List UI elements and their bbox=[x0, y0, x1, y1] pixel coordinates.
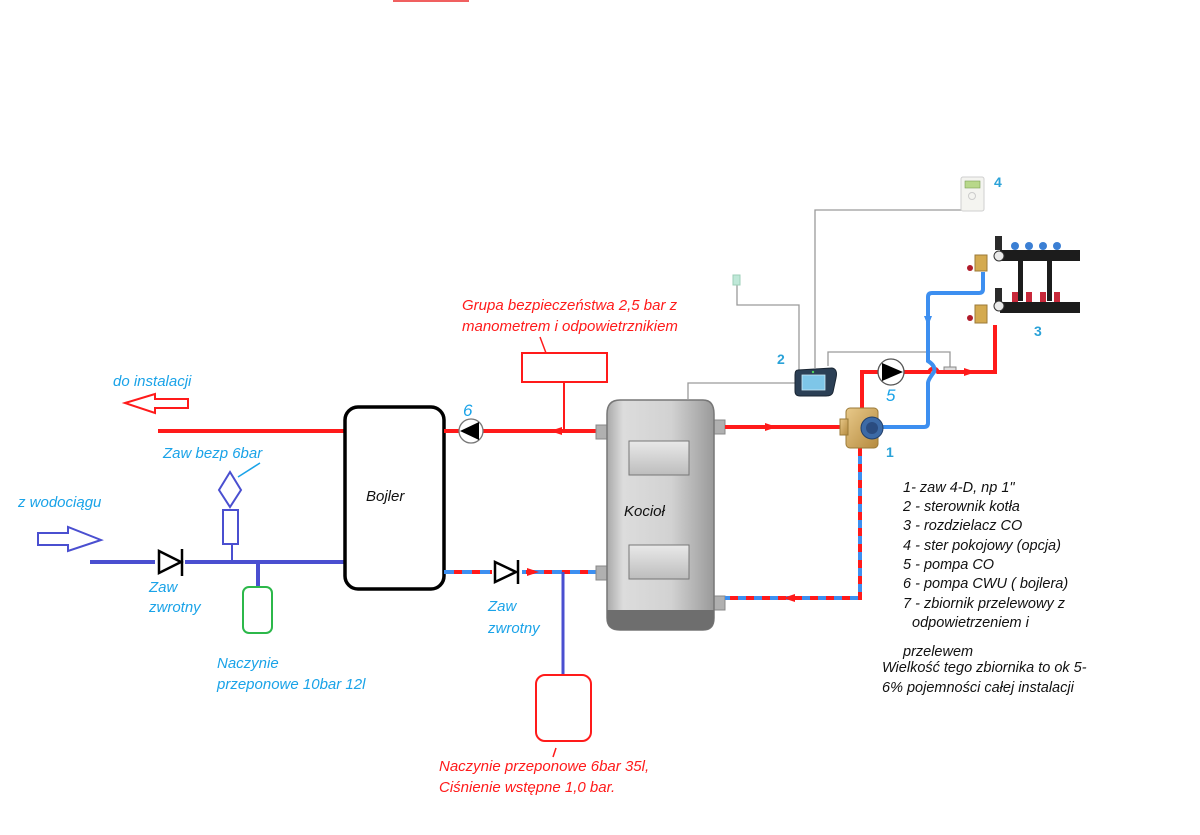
boiler-kociol bbox=[595, 399, 726, 631]
legend-note-b: 6% pojemności całej instalacji bbox=[882, 680, 1075, 696]
num-6: 6 bbox=[463, 401, 473, 420]
pump-cwu-icon bbox=[458, 418, 484, 444]
num-1: 1 bbox=[886, 444, 894, 460]
label-bojler: Bojler bbox=[366, 488, 405, 505]
boiler-controller-icon bbox=[794, 367, 837, 397]
co-return-dash bbox=[725, 448, 862, 600]
label-grupa-bezp-b: manometrem i odpowietrznikiem bbox=[462, 318, 678, 335]
safety-group-box bbox=[521, 352, 608, 383]
label-naczynie-small: Naczynie bbox=[217, 655, 279, 672]
num-5: 5 bbox=[886, 386, 896, 405]
inlet-arrow-icon bbox=[37, 525, 104, 553]
flow-arrow-4-icon bbox=[783, 594, 795, 602]
manifold-distributor-icon bbox=[967, 236, 1080, 324]
legend-item-5: 5 - pompa CO bbox=[903, 557, 994, 573]
expansion-vessel-big bbox=[535, 674, 592, 742]
label-zaw-bezp: Zaw bezp 6bar bbox=[162, 445, 263, 462]
distributor-supply-pipe bbox=[925, 325, 997, 374]
label-zaw-zwrotny-1b: zwrotny bbox=[148, 599, 202, 616]
label-zaw-zwrotny-1: Zaw bbox=[148, 579, 179, 596]
grupa-leader-line bbox=[539, 336, 547, 354]
four-way-valve-icon bbox=[839, 407, 884, 449]
legend-item-4: 4 - ster pokojowy (opcja) bbox=[903, 538, 1061, 554]
flow-arrow-5-icon bbox=[964, 368, 976, 376]
num-4: 4 bbox=[994, 174, 1002, 190]
legend: 1- zaw 4-D, np 1" 2 - sterownik kotła 3 … bbox=[882, 480, 1087, 696]
num-3: 3 bbox=[1034, 323, 1042, 339]
legend-item-6: 6 - pompa CWU ( bojlera) bbox=[903, 576, 1068, 592]
control-wires bbox=[687, 209, 966, 400]
legend-item-2: 2 - sterownik kotła bbox=[902, 499, 1020, 515]
flow-arrow-icon bbox=[550, 427, 562, 435]
label-naczynie-big: Naczynie przeponowe 6bar 35l, bbox=[439, 758, 649, 775]
water-heater-tank bbox=[343, 405, 446, 591]
legend-item-7b: odpowietrzeniem i bbox=[912, 615, 1030, 631]
legend-item-7c: przelewem bbox=[902, 644, 973, 660]
legend-item-3: 3 - rozdzielacz CO bbox=[903, 518, 1022, 534]
vessel-leader-line bbox=[552, 747, 557, 758]
label-kociol: Kocioł bbox=[624, 503, 666, 520]
legend-item-1: 1- zaw 4-D, np 1" bbox=[903, 480, 1015, 496]
label-do-instalacji: do instalacji bbox=[113, 373, 192, 390]
label-naczynie-big-b: Ciśnienie wstępne 1,0 bar. bbox=[439, 779, 615, 796]
safety-valve-icon bbox=[217, 462, 261, 562]
label-z-wodociagu: z wodociągu bbox=[17, 494, 102, 511]
room-thermostat-icon bbox=[960, 176, 985, 212]
temperature-sensor-icon bbox=[732, 274, 741, 286]
legend-item-7: 7 - zbiornik przelewowy z bbox=[903, 596, 1066, 612]
co-return-pipe bbox=[725, 448, 862, 600]
flow-arrow-2-icon bbox=[527, 568, 539, 576]
pump-co-icon bbox=[877, 358, 905, 386]
label-naczynie-small-b: przeponowe 10bar 12l bbox=[216, 676, 366, 693]
legend-note: Wielkość tego zbiornika to ok 5- bbox=[882, 660, 1087, 676]
label-grupa-bezp: Grupa bezpieczeństwa 2,5 bar z bbox=[462, 297, 678, 314]
check-valve-icon bbox=[155, 548, 185, 576]
distributor-return-pipe bbox=[877, 272, 985, 429]
label-zaw-zwrotny-2b: zwrotny bbox=[487, 620, 541, 637]
expansion-vessel-small bbox=[242, 586, 273, 634]
flow-arrow-3-icon bbox=[765, 423, 777, 431]
num-2: 2 bbox=[777, 351, 785, 367]
outlet-arrow-icon bbox=[121, 392, 189, 415]
flow-arrow-6-icon bbox=[924, 316, 932, 326]
label-zaw-zwrotny-2: Zaw bbox=[487, 598, 518, 615]
check-valve-2-icon bbox=[492, 559, 522, 587]
